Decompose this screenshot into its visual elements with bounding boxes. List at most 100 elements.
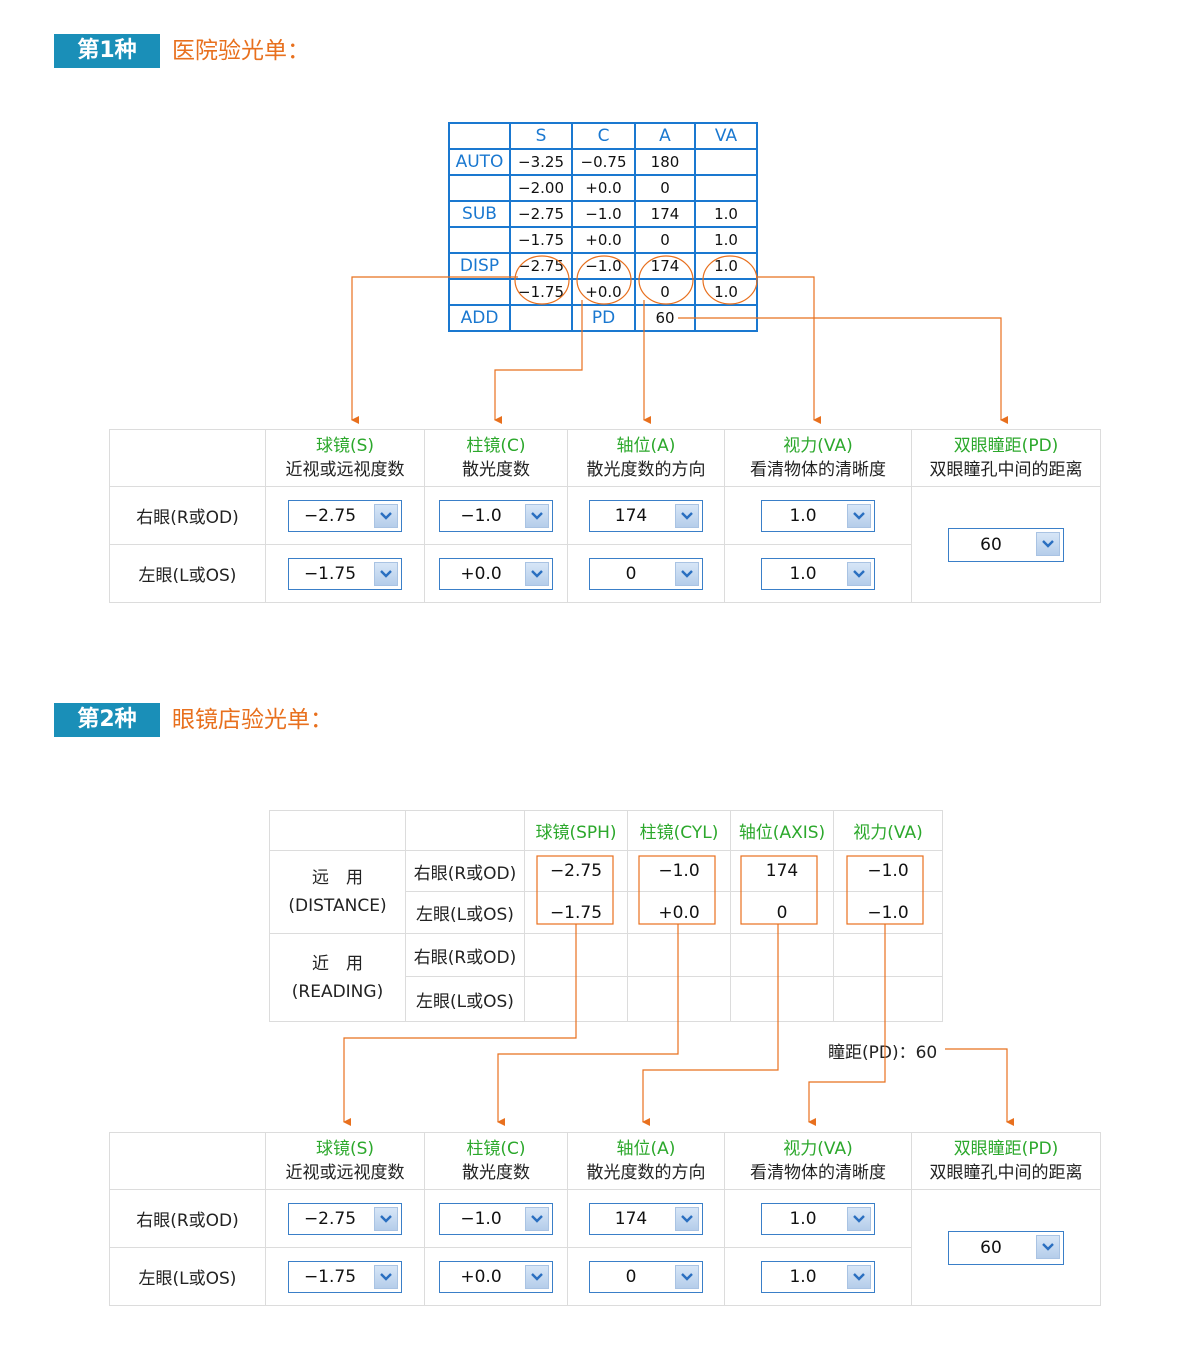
form-header-desc: 散光度数的方向 <box>586 460 706 480</box>
select-value: 1.0 <box>789 563 817 584</box>
chevron-down-icon[interactable] <box>847 561 871 586</box>
cyl-left-select[interactable]: +0.0 <box>439 1260 553 1293</box>
pd-cell: 60 <box>911 1189 1101 1306</box>
dist-left-cyl: +0.0 <box>627 891 731 934</box>
rx-cell: +0.0 <box>571 174 636 202</box>
dist-right-cyl: −1.0 <box>627 850 731 892</box>
axis-cell: 174 <box>567 486 725 545</box>
rx-cell: ADD <box>448 304 511 332</box>
form-header-desc: 看清物体的清晰度 <box>750 460 886 480</box>
rx-cell: −3.25 <box>509 148 573 176</box>
reading-sublabel: (READING) <box>291 981 384 1002</box>
sph-left-select[interactable]: −1.75 <box>288 1260 402 1293</box>
form-header-desc: 双眼瞳孔中间的距离 <box>929 460 1083 480</box>
left-eye-label: 左眼(L或OS) <box>109 1247 266 1306</box>
rx-cell: 1.0 <box>694 278 758 306</box>
axis-left-select[interactable]: 0 <box>589 1260 703 1293</box>
chevron-down-icon[interactable] <box>847 503 871 528</box>
chevron-down-icon[interactable] <box>675 1264 699 1289</box>
shop-corner-cell <box>269 810 406 851</box>
form-header-cell: 轴位(A)散光度数的方向 <box>567 1132 725 1190</box>
axis-left-select[interactable]: 0 <box>589 557 703 590</box>
form-header-desc: 散光度数 <box>462 460 530 480</box>
form-header-label: 双眼瞳距(PD) <box>953 1139 1059 1159</box>
cyl-right-select[interactable]: −1.0 <box>439 1202 553 1235</box>
sph-cell: −1.75 <box>265 1247 425 1306</box>
chevron-down-icon[interactable] <box>847 1206 871 1231</box>
form-header-label: 球镜(S) <box>315 1139 375 1159</box>
form-header-cell: 柱镜(C) 散光度数 <box>424 429 568 487</box>
va-right-select[interactable]: 1.0 <box>761 1202 875 1235</box>
select-value: 60 <box>980 1237 1002 1258</box>
rx-row: −1.75 +0.0 0 1.0 <box>448 278 758 306</box>
connector-arrow <box>678 317 1008 424</box>
chevron-down-icon[interactable] <box>1036 531 1060 556</box>
rx-row: −1.75 +0.0 0 1.0 <box>448 226 758 254</box>
rx-cell: +0.0 <box>571 226 636 254</box>
chevron-down-icon[interactable] <box>847 1264 871 1289</box>
sph-right-select[interactable]: −2.75 <box>288 499 402 532</box>
form-header-label: 柱镜(C) <box>466 436 526 456</box>
cyl-left-select[interactable]: +0.0 <box>439 557 553 590</box>
pd-select[interactable]: 60 <box>948 527 1064 562</box>
form-header-label: 视力(VA) <box>783 1139 853 1159</box>
va-left-select[interactable]: 1.0 <box>761 557 875 590</box>
chevron-down-icon[interactable] <box>675 1206 699 1231</box>
rx-header-cell: S <box>509 122 573 150</box>
cyl-cell: −1.0 <box>424 1189 568 1248</box>
rx-cell <box>509 304 573 332</box>
shop-table: 球镜(SPH) 柱镜(CYL) 轴位(AXIS) 视力(VA) 远 用(DIST… <box>269 810 943 1022</box>
rx-cell: −2.75 <box>509 200 573 228</box>
axis-cell: 0 <box>567 544 725 603</box>
chevron-down-icon[interactable] <box>675 503 699 528</box>
axis-cell: 174 <box>567 1189 725 1248</box>
rx-header-cell: C <box>571 122 636 150</box>
va-left-select[interactable]: 1.0 <box>761 1260 875 1293</box>
chevron-down-icon[interactable] <box>675 561 699 586</box>
shop-header-cell: 轴位(AXIS) <box>730 810 834 851</box>
chevron-down-icon[interactable] <box>374 1206 398 1231</box>
va-right-select[interactable]: 1.0 <box>761 499 875 532</box>
form-header-cell: 球镜(S)近视或远视度数 <box>265 1132 425 1190</box>
axis-right-select[interactable]: 174 <box>589 1202 703 1235</box>
form-header-label: 轴位(A) <box>616 436 676 456</box>
cyl-right-select[interactable]: −1.0 <box>439 499 553 532</box>
sph-right-select[interactable]: −2.75 <box>288 1202 402 1235</box>
rx-cell: −1.0 <box>571 200 636 228</box>
connector-arrow <box>756 276 821 424</box>
select-value: 174 <box>614 505 648 526</box>
result-form-1: 球镜(S)近视或远视度数 柱镜(C)散光度数 轴位(A)散光度数的方向 视力(V… <box>109 429 1101 603</box>
rx-row: SUB −2.75 −1.0 174 1.0 <box>448 200 758 228</box>
chevron-down-icon[interactable] <box>525 1206 549 1231</box>
shop-header-cell: 柱镜(CYL) <box>627 810 731 851</box>
select-value: −1.75 <box>303 563 357 584</box>
pd-select[interactable]: 60 <box>948 1230 1064 1265</box>
chevron-down-icon[interactable] <box>374 503 398 528</box>
rx-cell: 174 <box>634 252 696 280</box>
form-header-label: 视力(VA) <box>783 436 853 456</box>
read-left-cyl <box>627 976 731 1022</box>
form-header-label: 轴位(A) <box>616 1139 676 1159</box>
pd-cell: 60 <box>911 486 1101 603</box>
axis-right-select[interactable]: 174 <box>589 499 703 532</box>
chevron-down-icon[interactable] <box>525 1264 549 1289</box>
chevron-down-icon[interactable] <box>525 503 549 528</box>
read-left-va <box>833 976 943 1022</box>
dist-right-axis: 174 <box>730 850 834 892</box>
distance-cell: 远 用(DISTANCE) <box>269 850 406 934</box>
chevron-down-icon[interactable] <box>1036 1234 1060 1259</box>
sph-left-select[interactable]: −1.75 <box>288 557 402 590</box>
sph-cell: −2.75 <box>265 486 425 545</box>
rx-cell: 1.0 <box>694 252 758 280</box>
chevron-down-icon[interactable] <box>374 561 398 586</box>
chevron-down-icon[interactable] <box>525 561 549 586</box>
form-header-desc: 近视或远视度数 <box>285 460 405 480</box>
chevron-down-icon[interactable] <box>374 1264 398 1289</box>
read-left-sph <box>524 976 628 1022</box>
rx-row: −2.00 +0.0 0 <box>448 174 758 202</box>
section2-title: 眼镜店验光单： <box>172 707 333 733</box>
right-eye-label: 右眼(R或OD) <box>109 1189 266 1248</box>
cyl-cell: +0.0 <box>424 1247 568 1306</box>
va-cell: 1.0 <box>724 544 912 603</box>
rx-cell <box>448 226 511 254</box>
